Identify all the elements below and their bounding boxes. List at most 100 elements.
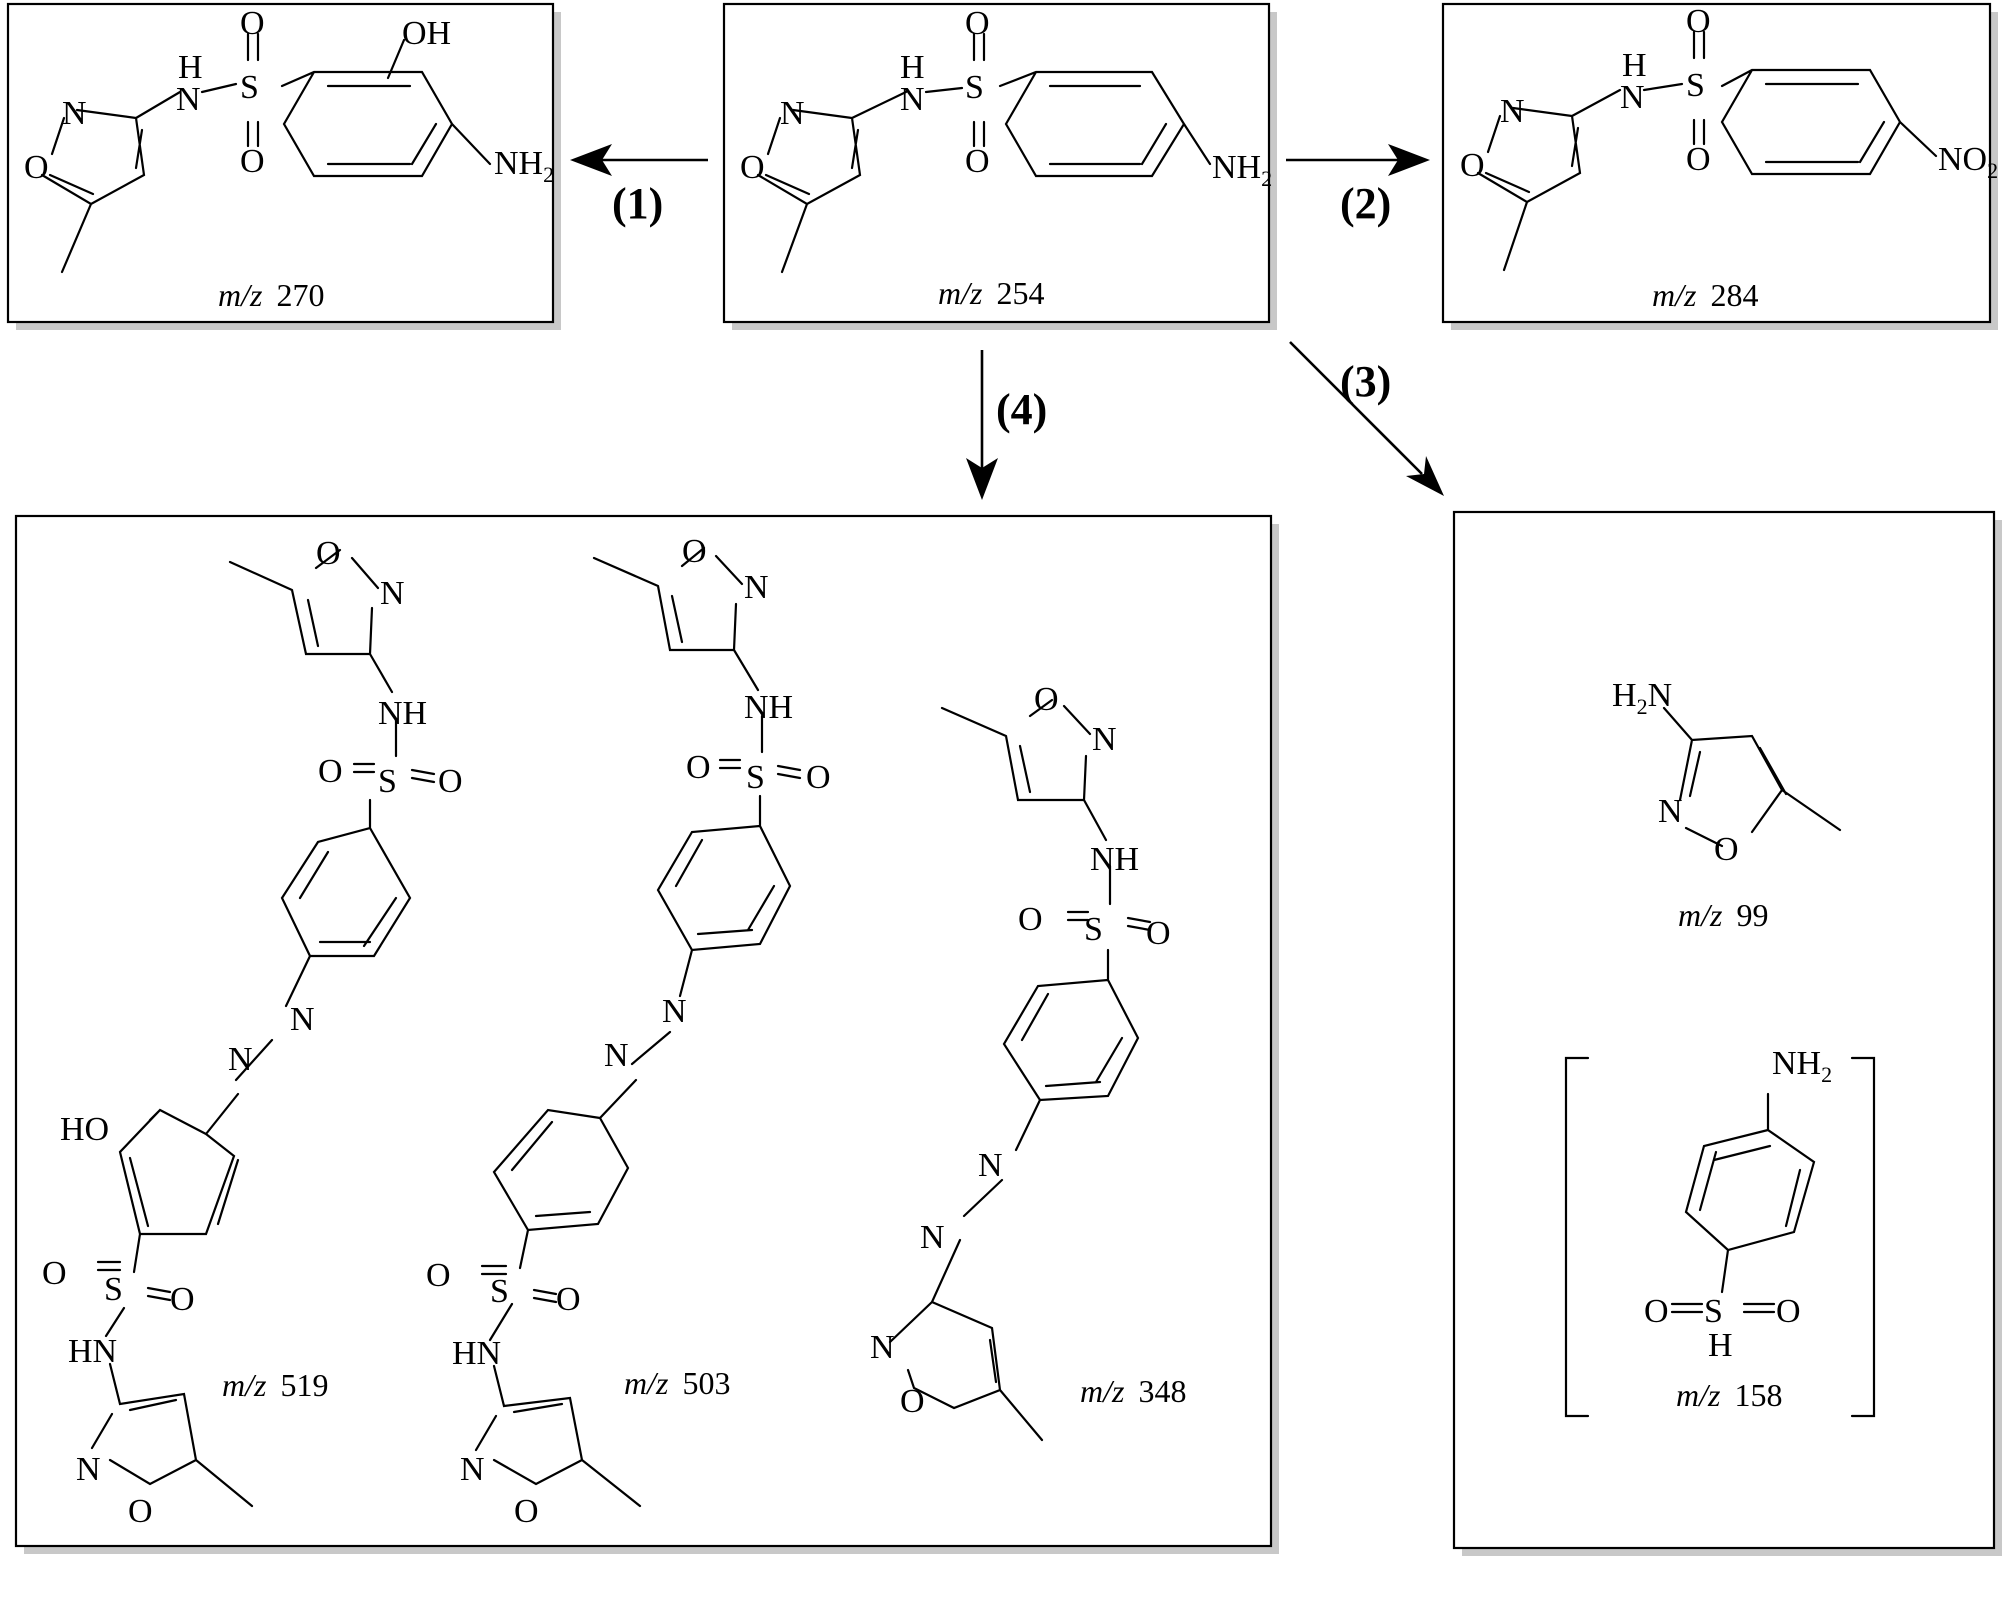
atom-nh: NH <box>1090 841 1139 878</box>
atom-o: O <box>514 1493 539 1530</box>
atom-o-right: O <box>1776 1293 1801 1330</box>
atom-nh: N <box>176 81 201 118</box>
atom-o: O <box>24 149 49 186</box>
atom-h: H <box>1708 1327 1733 1364</box>
atom-n-azo-2: N <box>228 1041 253 1078</box>
atom-s: S <box>240 69 259 106</box>
atom-n: N <box>780 95 805 132</box>
atom-oh: OH <box>402 15 451 52</box>
atom-o-top: O <box>1686 3 1711 40</box>
atom-o: O <box>1714 831 1739 868</box>
atom-n-azo-1: N <box>290 1001 315 1038</box>
arrow-head-2 <box>1388 144 1430 176</box>
atom-nh2: NH2 <box>494 145 554 187</box>
pathway-label-2: (2) <box>1340 179 1391 228</box>
atom-s: S <box>104 1271 123 1308</box>
atom-o: O <box>682 533 707 570</box>
atom-n: N <box>1092 721 1117 758</box>
arrow-head-1 <box>570 144 612 176</box>
pathway-label-3: (3) <box>1340 357 1391 406</box>
atom-o-bottom: O <box>240 143 265 180</box>
atom-n-azo-1: N <box>662 993 687 1030</box>
pathway-label-1: (1) <box>612 179 663 228</box>
atom-o-left: O <box>686 749 711 786</box>
atom-o-bottom: O <box>1686 141 1711 178</box>
atom-o: O <box>740 149 765 186</box>
box-sulfamethoxazole <box>722 2 1271 324</box>
atom-ho: HO <box>60 1111 109 1148</box>
atom-o-right: O <box>170 1281 195 1318</box>
atom-h: H <box>900 49 925 86</box>
atom-s: S <box>490 1273 509 1310</box>
atom-nh2: NH2 <box>1772 1045 1832 1087</box>
box-product-4 <box>14 514 1273 1548</box>
atom-hn: HN <box>452 1335 501 1372</box>
atom-o-right: O <box>438 763 463 800</box>
atom-nh: NH <box>744 689 793 726</box>
atom-o-bottom: O <box>965 143 990 180</box>
atom-o: O <box>316 535 341 572</box>
atom-o-top: O <box>240 5 265 42</box>
atom-o: O <box>128 1493 153 1530</box>
atom-n: N <box>1500 93 1525 130</box>
atom-n-azo-1: N <box>978 1147 1003 1184</box>
atom-o-right: O <box>1146 915 1171 952</box>
atom-o-right: O <box>556 1281 581 1318</box>
atom-n: N <box>870 1329 895 1366</box>
atom-s: S <box>1704 1293 1723 1330</box>
atom-n-azo-2: N <box>604 1037 629 1074</box>
atom-nh2: NH2 <box>1212 149 1272 191</box>
atom-n: N <box>76 1451 101 1488</box>
atom-s: S <box>378 763 397 800</box>
pathway-label-4: (4) <box>996 385 1047 434</box>
atom-o-left: O <box>1018 901 1043 938</box>
arrow-head-3 <box>1406 456 1444 496</box>
box-product-1 <box>6 2 555 324</box>
atom-s: S <box>746 759 765 796</box>
arrow-head-4 <box>966 458 998 500</box>
atom-n-azo-2: N <box>920 1219 945 1256</box>
box-product-3 <box>1452 510 1996 1550</box>
atom-n: N <box>460 1451 485 1488</box>
atom-h: H <box>178 49 203 86</box>
atom-o-right: O <box>806 759 831 796</box>
atom-nh: N <box>900 81 925 118</box>
atom-n: N <box>380 575 405 612</box>
box-frames <box>6 2 2002 1556</box>
atom-o: O <box>1460 147 1485 184</box>
atom-o-left: O <box>426 1257 451 1294</box>
atom-nh: N <box>1620 79 1645 116</box>
atom-s: S <box>1084 911 1103 948</box>
atom-h: H <box>1622 47 1647 84</box>
atom-o-left: O <box>1644 1293 1669 1330</box>
atom-o-top: O <box>965 5 990 42</box>
atom-n: N <box>1658 793 1683 830</box>
atom-o-left: O <box>318 753 343 790</box>
atom-s: S <box>965 69 984 106</box>
atom-o: O <box>1034 681 1059 718</box>
atom-no2: NO2 <box>1938 141 1998 183</box>
atom-o: O <box>900 1383 925 1420</box>
atom-hn: HN <box>68 1333 117 1370</box>
atom-nh: NH <box>378 695 427 732</box>
reaction-arrows: (1) (2) (3) (4) <box>570 144 1444 500</box>
atom-h2n: H2N <box>1612 677 1672 719</box>
atom-s: S <box>1686 67 1705 104</box>
